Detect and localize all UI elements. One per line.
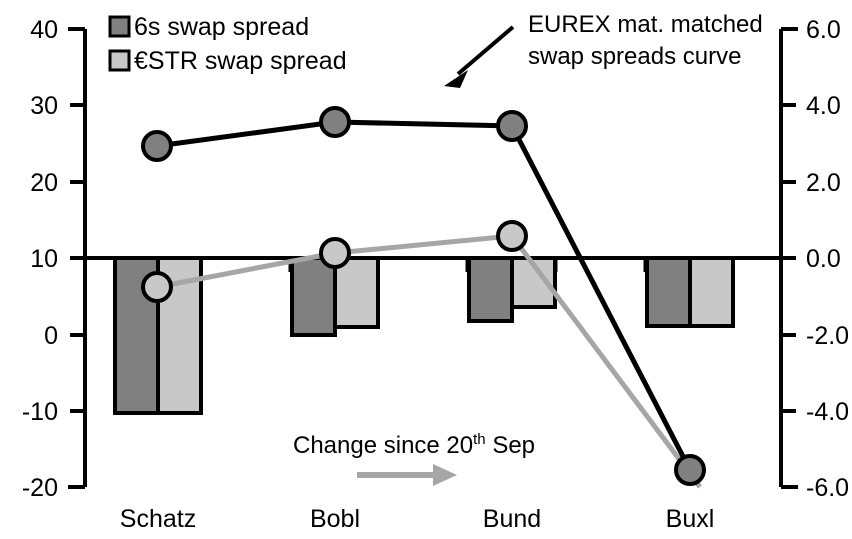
change-callout-main: Change since 20 [293, 432, 473, 459]
eurex-callout-arrow-icon [444, 25, 515, 88]
left-tick-m20: -20 [22, 474, 58, 502]
legend: 6s swap spread €STR swap spread [108, 13, 347, 75]
left-tick-10: 10 [30, 245, 58, 273]
change-callout-superscript: th [473, 431, 486, 448]
bar-group-bund [467, 256, 557, 323]
category-label-bund: Bund [483, 505, 541, 533]
marker-eurex-buxl [674, 454, 706, 486]
legend-label-estr: €STR swap spread [134, 47, 347, 75]
legend-swatch-estr [108, 49, 131, 72]
category-labels: Schatz Bobl Bund Buxl [120, 505, 715, 533]
legend-swatch-6s [108, 15, 131, 38]
right-tick-6: 6.0 [806, 16, 841, 44]
bar-6s-bobl [290, 256, 337, 337]
left-tick-m10: -10 [22, 398, 58, 426]
category-label-bobl: Bobl [310, 505, 360, 533]
marker-estr-schatz [141, 271, 173, 303]
category-label-schatz: Schatz [120, 505, 196, 533]
bar-6s-buxl [645, 256, 692, 328]
legend-label-6s: 6s swap spread [134, 13, 309, 41]
left-tick-30: 30 [30, 92, 58, 120]
right-axis: 6.0 4.0 2.0 0.0 -2.0 -4.0 -6.0 [779, 16, 849, 502]
marker-eurex-bund [496, 110, 528, 142]
right-tick-2: 2.0 [806, 169, 841, 197]
change-callout-tail: Sep [486, 432, 535, 459]
eurex-callout-line2: swap spreads curve [528, 43, 741, 70]
change-callout: Change since 20th Sep [293, 431, 535, 486]
left-axis: 40 30 20 10 0 -10 -20 [22, 16, 87, 502]
bar-group-bobl [290, 256, 380, 337]
marker-eurex-schatz [141, 130, 173, 162]
right-tick-0: 0.0 [806, 245, 841, 273]
right-tick-4: 4.0 [806, 92, 841, 120]
line-eurex-matched [141, 106, 706, 486]
eurex-callout-line1: EUREX mat. matched [528, 11, 763, 38]
bar-estr-buxl [688, 256, 735, 328]
bar-estr-bobl [333, 256, 380, 329]
marker-eurex-bobl [319, 106, 351, 138]
left-tick-0: 0 [44, 322, 58, 350]
change-callout-text: Change since 20th Sep [293, 431, 535, 459]
right-tick-m2: -2.0 [806, 322, 849, 350]
category-label-buxl: Buxl [666, 505, 715, 533]
right-tick-m4: -4.0 [806, 398, 849, 426]
marker-estr-bund [496, 220, 528, 252]
right-tick-m6: -6.0 [806, 474, 849, 502]
bar-group-buxl [645, 256, 735, 328]
bar-6s-bund [467, 256, 514, 323]
line-estr-matched [141, 220, 703, 489]
change-callout-arrow-icon [357, 464, 457, 486]
eurex-callout: EUREX mat. matched swap spreads curve [444, 11, 763, 88]
left-tick-20: 20 [30, 169, 58, 197]
marker-estr-bobl [319, 237, 351, 269]
left-tick-40: 40 [30, 16, 58, 44]
